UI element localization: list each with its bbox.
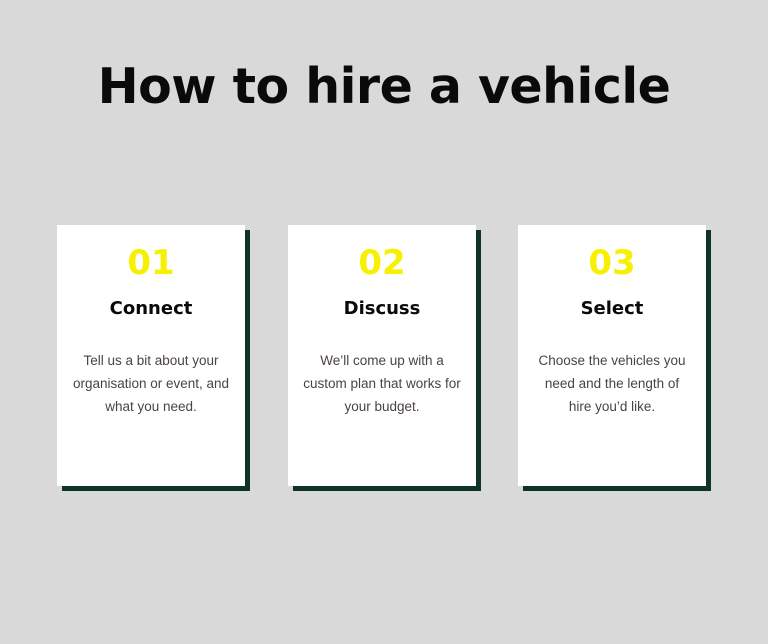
card-panel: 01 Connect Tell us a bit about your orga…	[57, 225, 245, 486]
card-panel: 02 Discuss We’ll come up with a custom p…	[288, 225, 476, 486]
step-heading: Select	[580, 298, 644, 319]
step-heading: Connect	[109, 298, 193, 319]
step-description: Choose the vehicles you need and the len…	[538, 353, 686, 414]
page-title: How to hire a vehicle	[97, 58, 671, 115]
step-description: We’ll come up with a custom plan that wo…	[303, 353, 461, 414]
step-number: 03	[588, 243, 636, 283]
step-description: Tell us a bit about your organisation or…	[72, 353, 230, 414]
step-card-select: 03 Select Choose the vehicles you need a…	[518, 225, 711, 491]
step-number: 02	[358, 243, 406, 283]
card-panel: 03 Select Choose the vehicles you need a…	[518, 225, 706, 486]
step-card-discuss: 02 Discuss We’ll come up with a custom p…	[288, 225, 481, 491]
step-number: 01	[127, 243, 175, 283]
step-heading: Discuss	[343, 298, 421, 319]
step-card-connect: 01 Connect Tell us a bit about your orga…	[57, 225, 250, 491]
